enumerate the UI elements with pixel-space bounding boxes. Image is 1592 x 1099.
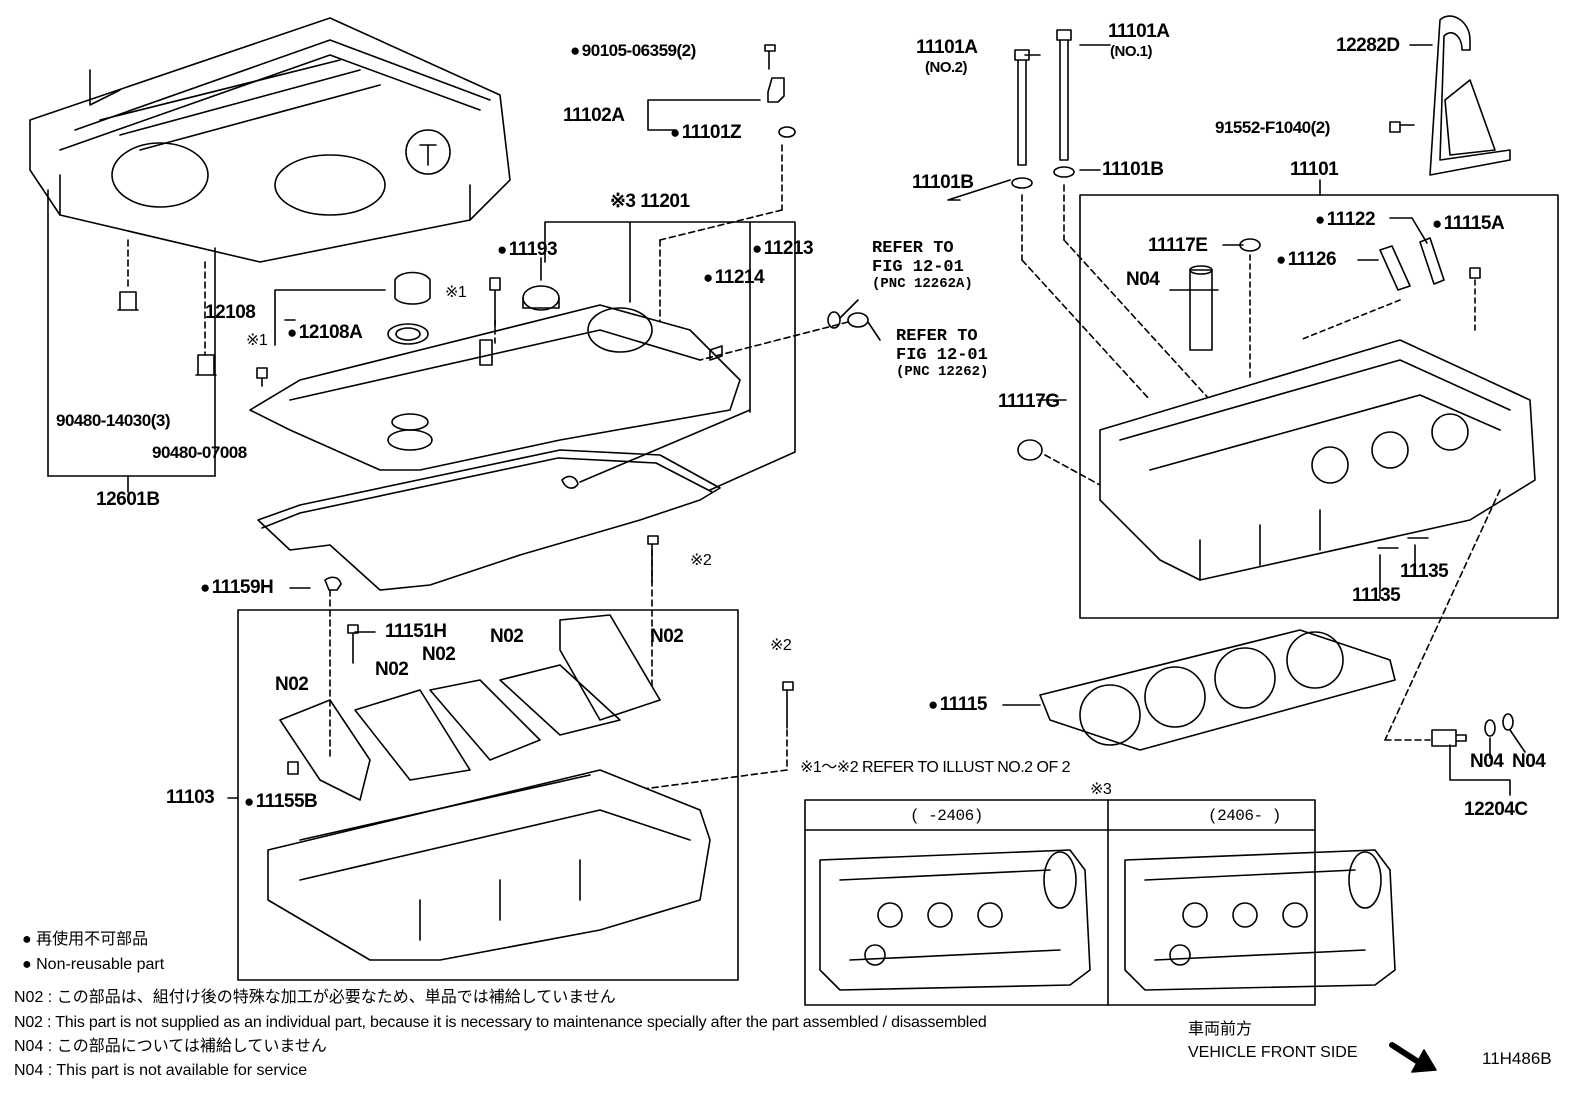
part-label-90480-07008: 90480-07008 [152,443,247,462]
part-label-90105-06359: 90105-06359(2) [570,42,696,59]
note-n02-jp: N02 : この部品は、組付け後の特殊な加工が必要なため、単品では補給していませ… [14,989,616,1006]
note-n04-en: N04 : This part is not available for ser… [14,1062,308,1079]
ref-mark-x2-a: ※2 [690,552,712,569]
engine-cover-drawing [29,17,511,263]
camshaft-housing-drawing [267,769,711,961]
part-label-11135-a: 11135 [1400,561,1449,582]
valve-cover-drawing [249,304,741,471]
vehicle-front-en: VEHICLE FRONT SIDE [1188,1044,1358,1061]
refer-line: (PNC 12262) [896,364,989,381]
part-label-11102A: 11102A [563,105,625,126]
refer-line: FIG 12-01 [896,345,988,365]
bearing-caps-drawing [279,614,661,801]
bullet-icon: ● [22,931,32,948]
part-label-11135-b: 11135 [1352,585,1401,606]
ref-mark-x2-b: ※2 [770,637,792,654]
part-label-11101B-left: 11101B [912,172,974,193]
note-n02-en: N02 : This part is not supplied as an in… [14,1014,987,1031]
part-label-11101Z: 11101Z [670,123,742,142]
bullet-icon: ● [22,956,32,973]
refer-fig-12262: REFER TO FIG 12-01 (PNC 12262) [896,327,989,381]
part-label-N02-e: N02 [275,674,309,695]
part-label-11103: 11103 [166,787,215,808]
refer-line: REFER TO [896,327,978,346]
refer-fig-12262A: REFER TO FIG 12-01 (PNC 12262A) [872,239,973,293]
part-label-N02-d: N02 [375,659,409,680]
part-label-90480-14030: 90480-14030(3) [56,411,170,430]
part-label-11101A-no2: 11101A [916,37,978,58]
range-label-after-2406: (2406- ) [1208,807,1281,825]
part-label-N04-top: N04 [1126,269,1160,290]
part-label-11101: 11101 [1290,159,1339,180]
range-label-before-2406: ( -2406) [910,807,983,825]
cylinder-head-drawing [1099,339,1536,581]
label-no1: (NO.1) [1110,43,1153,60]
part-label-11126: 11126 [1276,250,1337,269]
part-label-N02-b: N02 [650,626,684,647]
part-label-11151H: 11151H [385,621,447,642]
ref-mark-x3: ※3 [1090,781,1112,798]
ref-mark-x1-a: ※1 [445,284,467,301]
part-label-11193: 11193 [497,240,558,259]
legend-text: 再使用不可部品 [36,931,149,948]
part-label-12108: 12108 [205,302,256,323]
refer-line: FIG 12-01 [872,257,964,277]
part-label-11117G: 11117G [998,391,1060,412]
part-label-11122: 11122 [1315,210,1376,229]
refer-line: REFER TO [872,239,954,258]
legend-text: Non-reusable part [36,956,165,973]
part-label-11115A: 11115A [1432,214,1505,233]
note-n04-jp: N04 : この部品については補給していません [14,1038,327,1055]
diagram-code: 11H486B [1482,1049,1552,1068]
part-label-11159H: 11159H [200,578,274,597]
part-label-12108A: 12108A [287,323,363,342]
label-no2: (NO.2) [925,59,968,76]
part-label-11117E: 11117E [1148,235,1208,256]
part-label-N04-b: N04 [1512,751,1546,772]
part-label-12282D: 12282D [1336,35,1400,56]
part-label-11115: 11115 [928,695,988,714]
legend-non-reusable-jp: ● 再使用不可部品 [22,932,148,948]
part-label-11101B-right: 11101B [1102,159,1164,180]
part-label-91552-F1040: 91552-F1040(2) [1215,118,1330,137]
part-label-11155B: 11155B [244,792,318,811]
refer-illust-note: ※1～※2 REFER TO ILLUST NO.2 OF 2 [800,759,1071,776]
part-label-11201: ※3 11201 [610,191,690,212]
part-label-12204C: 12204C [1464,799,1528,820]
legend-non-reusable-en: ● Non-reusable part [22,957,164,973]
refer-line: (PNC 12262A) [872,276,973,293]
part-label-N02-a: N02 [490,626,524,647]
part-label-N02-c: N02 [422,644,456,665]
part-label-12601B: 12601B [96,489,160,510]
part-label-N04-a: N04 [1470,751,1504,772]
part-label-11214: 11214 [703,268,765,287]
ref-mark-x1-b: ※1 [246,332,268,349]
vehicle-front-jp: 車両前方 [1188,1021,1253,1038]
part-label-11213: 11213 [752,239,814,258]
part-label-11101A-no1: 11101A [1108,21,1170,42]
